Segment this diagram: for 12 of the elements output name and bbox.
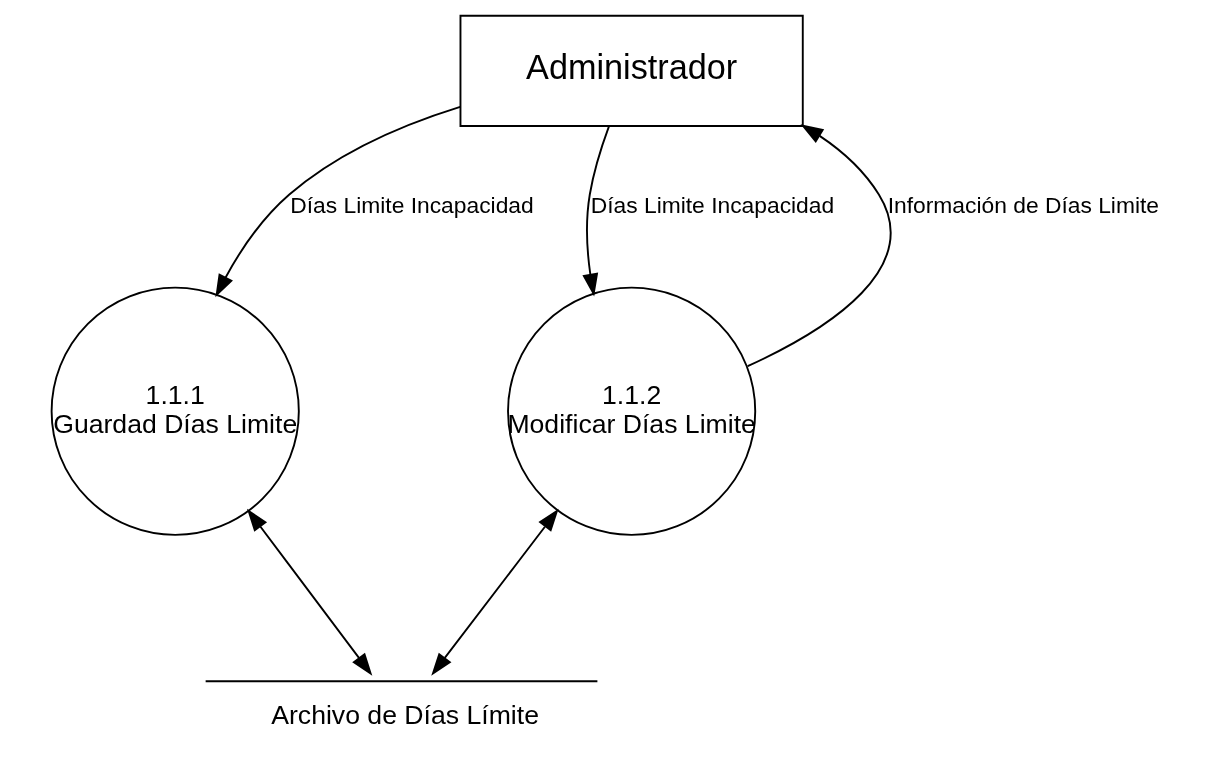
node-circle: 1.1.2 Modificar Días Limite: [507, 286, 757, 536]
arrow: [582, 125, 610, 297]
edge-label: Días Limite Incapacidad: [590, 191, 835, 218]
node-text: Archivo de Días Límite: [271, 700, 539, 731]
node-circle: 1.1.1 Guardad Días Limite: [50, 286, 300, 536]
arrow: [746, 124, 892, 368]
edge-label: Días Limite Incapacidad: [290, 191, 534, 218]
arrow: [431, 508, 559, 676]
arrow: [246, 508, 373, 676]
node-box: Administrador: [459, 14, 804, 127]
arrow: [215, 105, 462, 298]
edge-label: Información de Días Limite: [887, 191, 1160, 218]
